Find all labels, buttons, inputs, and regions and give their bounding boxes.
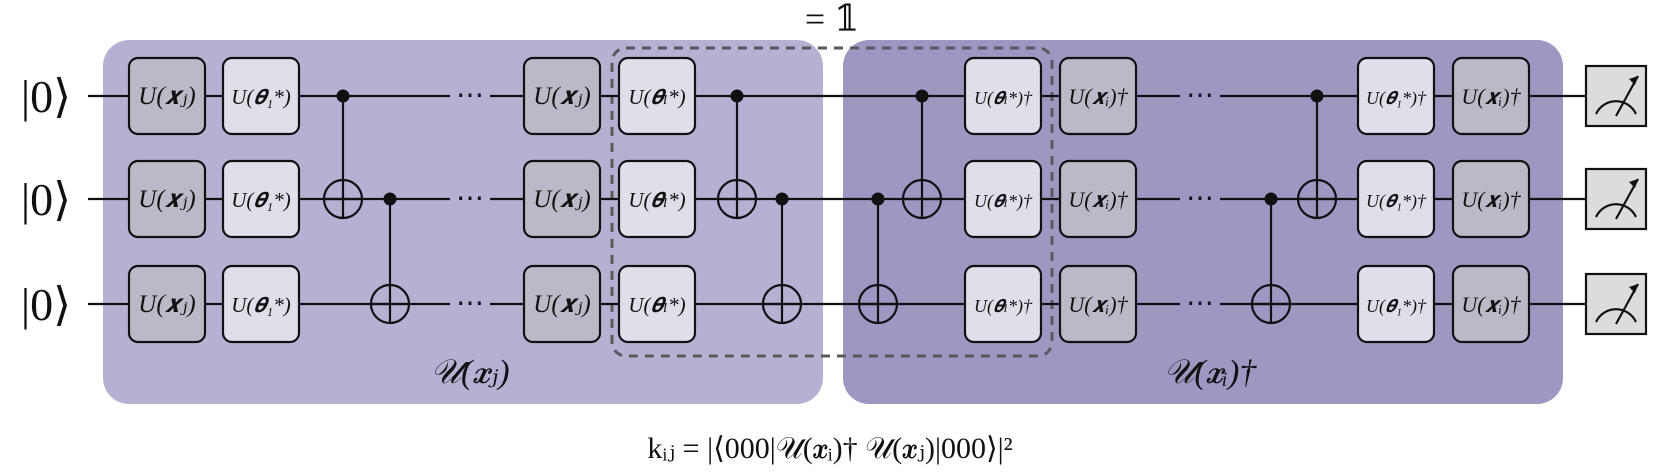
ellipsis-2-2: ⋯ [1186,183,1214,214]
ellipsis-1-1: ⋯ [456,80,484,111]
kernel-formula: kᵢⱼ = |⟨000|𝒰(𝒙ᵢ)† 𝒰(𝒙ⱼ)|000⟩|² [647,432,1012,465]
gate-box-c3-r2 [522,159,602,239]
ellipsis-bg-2-3 [1180,298,1220,310]
gate-box-c4-r3 [617,264,697,344]
gate-label-c6-r2: U(𝒙ᵢ)† [1068,187,1128,212]
gate-label-c8-r1: U(𝒙ᵢ)† [1461,84,1521,109]
gate-box-c1-r2 [127,159,207,239]
meter-arc-1 [1595,100,1637,115]
cnot-control-1 [336,89,350,103]
meter-arrowhead-1 [1629,76,1638,85]
ellipsis-bg-2-1 [1180,90,1220,102]
cnot-control-6 [915,89,929,103]
gate-label-c4-r1: U(𝜽ₗ*) [628,85,685,109]
gate-box-c3-r1 [522,56,602,136]
gate-box-c6-r3 [1058,264,1138,344]
cnot-control-2 [383,192,397,206]
gate-box-c7-r3 [1356,264,1436,344]
measurements [1584,64,1648,336]
ellipsis-2-3: ⋯ [1186,288,1214,319]
gate-label-c2-r1: U(𝜽₁*) [231,85,290,109]
gate-label-c3-r2: U(𝒙ⱼ) [533,186,590,213]
cnot-control-3 [730,89,744,103]
measurement-meter-icon-3 [1584,272,1648,336]
meter-arc-3 [1595,308,1637,323]
gate-label-c6-r1: U(𝒙ᵢ)† [1068,84,1128,109]
input-ket-2: |0⟩ [21,174,71,225]
gate-box-c5-r2 [963,159,1043,239]
gate-label-c1-r3: U(𝒙ⱼ) [138,291,195,318]
gate-box-c4-r1 [617,56,697,136]
cnot-control-4 [775,192,789,206]
gate-box-c5-r1 [963,56,1043,136]
gate-label-c2-r2: U(𝜽₁*) [231,188,290,212]
gate-label-c5-r1: U(𝜽ₗ*)† [974,88,1033,109]
gate-box-c1-r1 [127,56,207,136]
identity-label: = 𝟙 [805,0,859,39]
ellipsis-1-2: ⋯ [456,183,484,214]
gate-box-c8-r3 [1451,264,1531,344]
cnot-control-8 [1310,89,1324,103]
gate-label-c4-r2: U(𝜽ₗ*) [628,188,685,212]
gate-box-c5-r3 [963,264,1043,344]
gate-box-c4-r2 [617,159,697,239]
gate-label-c8-r3: U(𝒙ᵢ)† [1461,292,1521,317]
gate-label-c4-r3: U(𝜽ₗ*) [628,293,685,317]
gate-label-c8-r2: U(𝒙ᵢ)† [1461,187,1521,212]
gate-box-c8-r2 [1451,159,1531,239]
ellipsis-bg-1-1 [450,90,490,102]
cnots [322,89,1338,325]
input-ket-1: |0⟩ [21,71,71,122]
gate-box-c8-r1 [1451,56,1531,136]
gates: U(𝒙ⱼ) U(𝒙ⱼ) U(𝒙ⱼ) U(𝜽₁*) U(𝜽₁*) U(𝜽₁*) U(𝒙ⱼ) U(… [127,56,1531,344]
gate-box-c7-r2 [1356,159,1436,239]
ellipsis-2-1: ⋯ [1186,80,1214,111]
meter-arrowhead-3 [1629,284,1638,293]
ellipsis-bg-1-3 [450,298,490,310]
gate-box-c2-r1 [221,56,301,136]
gate-box-c2-r2 [221,159,301,239]
ellipses: ⋯ ⋯ ⋯ ⋯ ⋯ ⋯ [450,80,1220,319]
gate-label-c7-r1: U(𝜽₁*)† [1366,88,1427,109]
gate-label-c2-r3: U(𝜽₁*) [231,293,290,317]
measurement-meter-icon-1 [1584,64,1648,128]
input-states: |0⟩ |0⟩ |0⟩ [21,71,71,330]
gate-label-c7-r3: U(𝜽₁*)† [1366,296,1427,317]
meter-arrowhead-2 [1629,179,1638,188]
gate-label-c5-r3: U(𝜽ₗ*)† [974,296,1033,317]
gate-label-c1-r2: U(𝒙ⱼ) [138,186,195,213]
gate-label-c3-r3: U(𝒙ⱼ) [533,291,590,318]
gate-box-c3-r3 [522,264,602,344]
meter-arc-2 [1595,203,1637,218]
ellipsis-bg-1-2 [450,193,490,205]
gate-label-c1-r1: U(𝒙ⱼ) [138,83,195,110]
block-right-label: 𝒰(𝒙ᵢ)† [1164,354,1258,391]
gate-label-c7-r2: U(𝜽₁*)† [1366,191,1427,212]
block-left-label: 𝒰(𝒙ⱼ) [430,354,509,391]
cnot-control-5 [871,192,885,206]
gate-box-c7-r1 [1356,56,1436,136]
ellipsis-bg-2-2 [1180,193,1220,205]
gate-label-c6-r3: U(𝒙ᵢ)† [1068,292,1128,317]
gate-box-c2-r3 [221,264,301,344]
measurement-meter-icon-2 [1584,167,1648,231]
gate-label-c5-r2: U(𝜽ₗ*)† [974,191,1033,212]
cnot-control-7 [1264,192,1278,206]
gate-box-c1-r3 [127,264,207,344]
gate-box-c6-r1 [1058,56,1138,136]
gate-label-c3-r1: U(𝒙ⱼ) [533,83,590,110]
gate-box-c6-r2 [1058,159,1138,239]
input-ket-3: |0⟩ [21,279,71,330]
ellipsis-1-3: ⋯ [456,288,484,319]
